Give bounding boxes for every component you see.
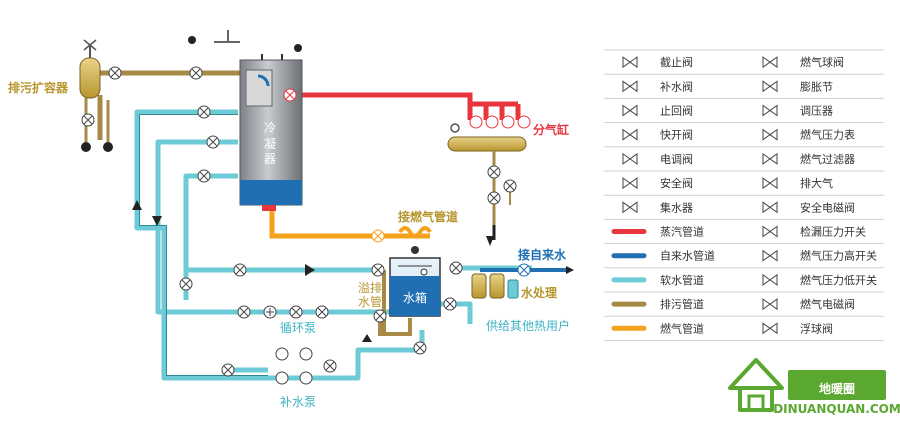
sewage-expander	[79, 39, 113, 152]
legend-label: 截止阀	[660, 55, 693, 69]
label-tap-water-connection: 接自来水	[518, 247, 567, 262]
boiler-condenser	[188, 30, 303, 211]
label-overflow-pipe-1: 溢排	[358, 281, 382, 295]
legend-label: 检漏压力开关	[800, 225, 866, 239]
soft-water-pipe-outlines	[139, 114, 268, 376]
legend-label: 燃气管道	[660, 321, 704, 335]
label-sewage-expander: 排污扩容器	[8, 80, 69, 95]
gas-high-pressure-switch-icon	[762, 249, 778, 262]
expansion-joint-icon	[762, 80, 778, 93]
label-condenser-3: 器	[264, 152, 276, 166]
steam-pipe	[300, 92, 521, 120]
logo-url: DINUANQUAN.COM	[773, 402, 900, 416]
valve-symbols	[81, 66, 531, 385]
site-logo: 地暖圈 DINUANQUAN.COM	[728, 358, 900, 416]
makeup-valve-icon	[622, 80, 638, 93]
electric-control-valve-icon	[622, 152, 638, 165]
legend-label: 自来水管道	[660, 249, 715, 263]
gas-pressure-gauge-icon	[762, 128, 778, 141]
legend-label: 调压器	[800, 105, 833, 118]
legend-label: 排污管道	[660, 297, 704, 311]
legend-label: 排大气	[800, 176, 833, 190]
legend-label: 燃气过滤器	[800, 152, 855, 166]
legend-label: 燃气压力表	[800, 128, 855, 142]
legend-label: 电调阀	[660, 152, 693, 166]
water-collector-icon	[622, 201, 638, 214]
gas-expansion-joint	[398, 226, 432, 238]
leak-pressure-switch-icon	[762, 225, 778, 238]
legend-label: 软水管道	[660, 273, 704, 287]
pressure-regulator-icon	[762, 104, 778, 117]
legend-label: 燃气球阀	[800, 55, 844, 69]
legend-label: 安全电磁阀	[800, 200, 855, 214]
legend-label: 燃气压力低开关	[800, 273, 877, 287]
gas-solenoid-valve-icon	[762, 298, 778, 311]
check-valve-icon	[622, 104, 638, 117]
label-water-treatment: 水处理	[521, 285, 557, 300]
label-makeup-pump: 补水泵	[280, 395, 316, 409]
legend-label: 蒸汽管道	[660, 225, 704, 239]
float-valve-icon	[762, 322, 778, 335]
label-steam-header: 分气缸	[533, 122, 569, 137]
legend-label: 膨胀节	[800, 79, 833, 93]
label-water-tank: 水箱	[403, 290, 427, 305]
legend-label: 燃气压力高开关	[800, 249, 877, 263]
legend-label: 集水器	[660, 200, 693, 214]
gas-ball-valve-icon	[762, 56, 778, 69]
house-logo-icon	[728, 358, 784, 412]
steam-header	[447, 123, 527, 240]
safety-solenoid-valve-icon	[762, 201, 778, 214]
legend-label: 浮球阀	[800, 321, 833, 335]
quick-open-valve-icon	[622, 128, 638, 141]
label-supply-other-users: 供给其他热用户	[486, 318, 570, 333]
gas-filter-icon	[762, 152, 778, 165]
label-condenser-2: 凝	[264, 136, 276, 151]
gas-low-pressure-switch-icon	[762, 273, 778, 286]
vent-to-atmosphere-icon	[762, 177, 778, 190]
legend-label: 燃气电磁阀	[800, 297, 855, 311]
label-circulation-pump: 循环泵	[280, 321, 316, 335]
sewage-pipes	[97, 70, 244, 140]
legend-label: 快开阀	[660, 128, 693, 142]
label-condenser-1: 冷	[264, 121, 276, 135]
water-tank	[389, 246, 441, 317]
legend-label: 止回阀	[660, 104, 693, 118]
logo-name: 地暖圈	[819, 381, 855, 396]
label-overflow-pipe-2: 水管	[358, 294, 382, 309]
globe-valve-icon	[622, 56, 638, 69]
soft-water-pipes	[134, 109, 532, 381]
flow-arrows	[132, 200, 574, 342]
legend-label: 安全阀	[660, 176, 693, 190]
label-gas-pipe-connection: 接燃气管道	[398, 209, 458, 224]
safety-valve-icon	[622, 177, 638, 190]
legend-label: 补水阀	[660, 79, 693, 93]
water-treatment-unit	[471, 273, 519, 299]
